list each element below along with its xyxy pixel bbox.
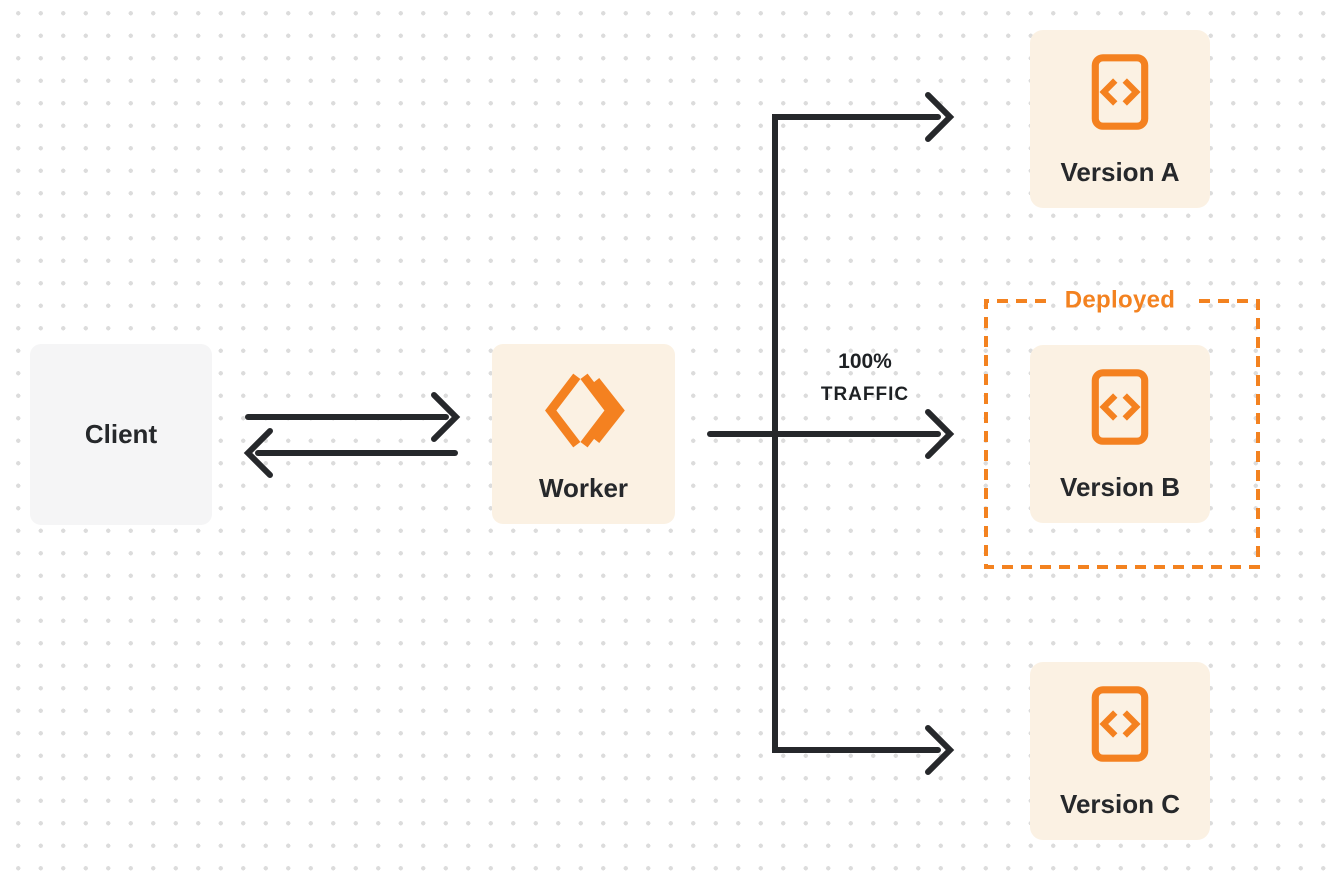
arrowhead-version-a-icon xyxy=(925,92,955,142)
arrowhead-client-to-worker-icon xyxy=(431,392,461,442)
traffic-percent-label: 100% xyxy=(838,350,892,373)
deployed-group-label: Deployed xyxy=(1064,286,1176,314)
cloudflare-workers-logo-icon xyxy=(539,370,629,456)
code-file-icon xyxy=(1091,54,1149,135)
code-file-icon xyxy=(1091,369,1149,450)
node-client: Client xyxy=(30,344,212,525)
node-worker: Worker xyxy=(492,344,675,524)
arrowhead-version-c-icon xyxy=(925,725,955,775)
client-label: Client xyxy=(84,419,158,449)
node-version-b: Version B xyxy=(1030,345,1210,523)
node-version-c: Version C xyxy=(1030,662,1210,840)
branch-trunk-line xyxy=(772,114,941,753)
traffic-label: 100% TRAFFIC xyxy=(775,350,955,406)
version-c-label: Version C xyxy=(1060,789,1180,819)
arrowhead-version-b-icon xyxy=(925,409,955,459)
node-version-a: Version A xyxy=(1030,30,1210,208)
version-b-label: Version B xyxy=(1060,472,1180,502)
worker-label: Worker xyxy=(538,473,629,503)
traffic-word-label: TRAFFIC xyxy=(820,384,910,405)
code-file-icon xyxy=(1091,686,1149,767)
arrowhead-worker-to-client-icon xyxy=(243,428,273,478)
version-a-label: Version A xyxy=(1060,157,1180,187)
